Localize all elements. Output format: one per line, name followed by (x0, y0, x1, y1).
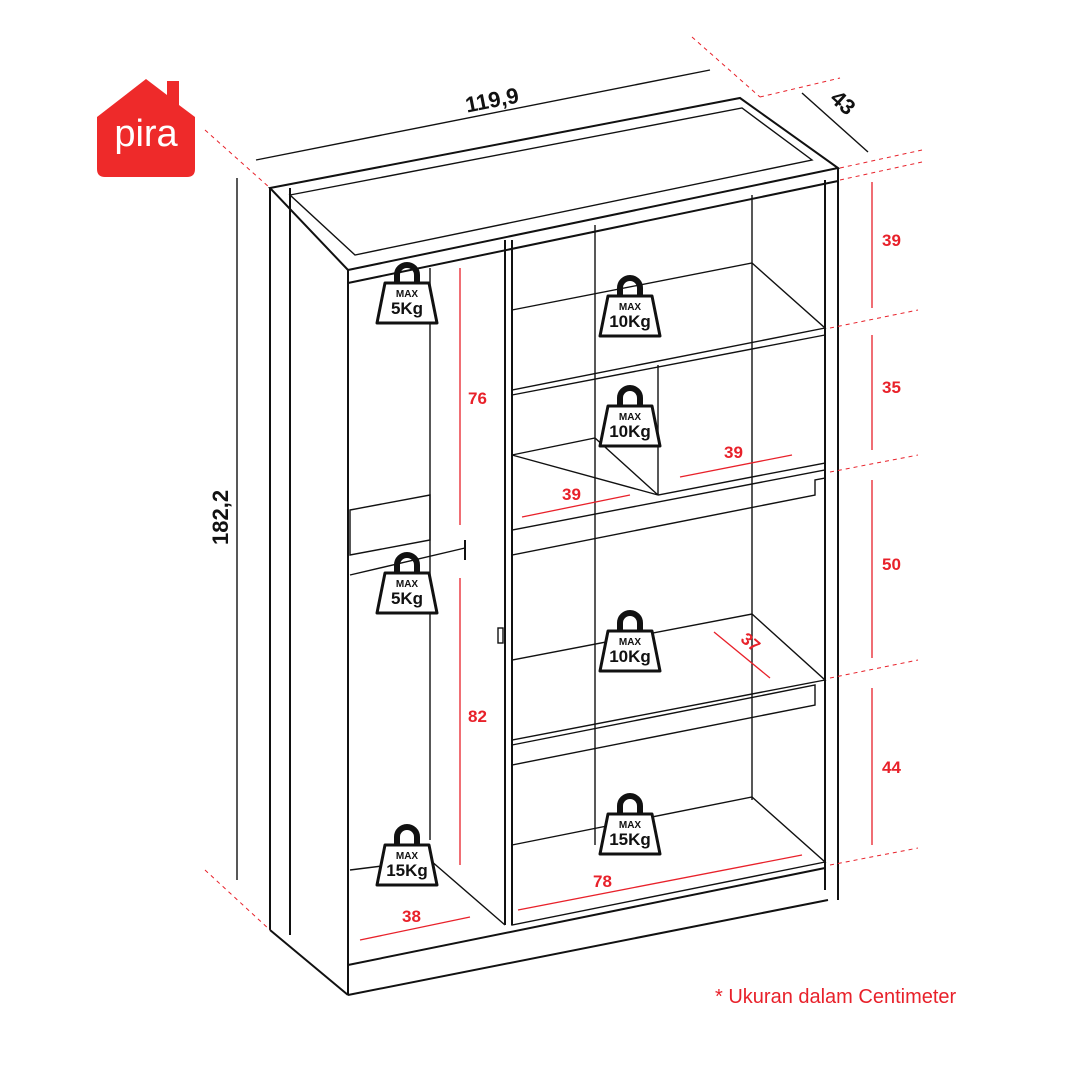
guide-lines (204, 36, 923, 931)
svg-text:39: 39 (882, 231, 901, 250)
svg-text:39: 39 (562, 485, 581, 504)
left-section-dims: 76 82 38 (359, 268, 487, 941)
weight-max-label: MAX (396, 851, 419, 862)
svg-text:37: 37 (737, 629, 764, 656)
cabinet-body (268, 96, 841, 996)
right-shelf-heights: 39 35 50 44 (871, 182, 901, 845)
logo-text: pira (114, 113, 178, 155)
weight-max-label: MAX (619, 820, 642, 831)
height-label: 182,2 (208, 490, 233, 545)
pira-logo: pira (97, 77, 195, 177)
depth-label: 43 (826, 85, 861, 120)
svg-text:76: 76 (468, 389, 487, 408)
weight-max-label: MAX (396, 289, 419, 300)
svg-text:78: 78 (593, 872, 612, 891)
svg-text:38: 38 (402, 907, 421, 926)
weight-max-label: MAX (619, 302, 642, 313)
unit-note: * Ukuran dalam Centimeter (715, 986, 957, 1008)
weight-value-label: 15Kg (386, 861, 428, 880)
depth-dimension: 43 (801, 85, 869, 153)
weight-value-label: 10Kg (609, 422, 651, 441)
svg-text:82: 82 (468, 707, 487, 726)
weight-value-label: 10Kg (609, 647, 651, 666)
svg-text:39: 39 (724, 443, 743, 462)
weight-max-label: MAX (619, 412, 642, 423)
width-label: 119,9 (463, 83, 521, 118)
svg-text:44: 44 (882, 758, 901, 777)
weight-value-label: 10Kg (609, 312, 651, 331)
weight-max-label: MAX (396, 579, 419, 590)
weight-value-label: 5Kg (391, 589, 423, 608)
svg-text:50: 50 (882, 555, 901, 574)
house-icon (97, 79, 195, 177)
weight-value-label: 5Kg (391, 299, 423, 318)
svg-text:35: 35 (882, 378, 901, 397)
height-dimension: 182,2 (208, 178, 238, 880)
weight-value-label: 15Kg (609, 830, 651, 849)
weight-max-label: MAX (619, 637, 642, 648)
right-section-dims: 39 39 37 78 (517, 443, 803, 911)
